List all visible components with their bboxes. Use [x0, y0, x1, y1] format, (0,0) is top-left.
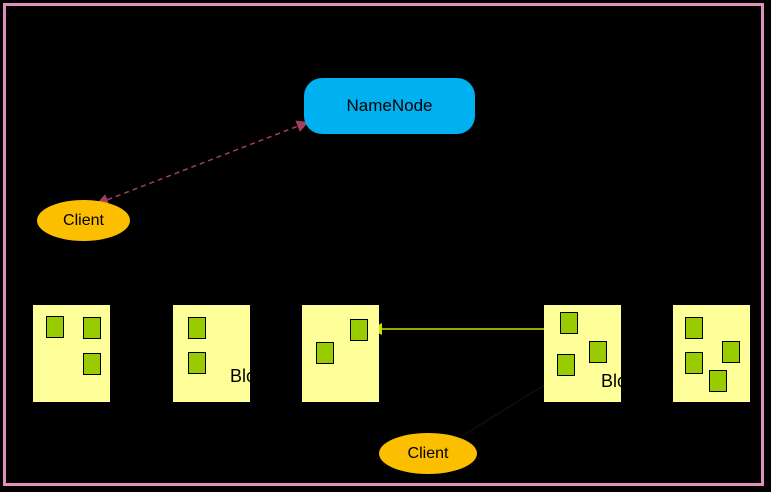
client-top-label: Client [63, 211, 104, 229]
block [46, 316, 64, 338]
namenode-label: NameNode [346, 96, 433, 115]
block [685, 352, 703, 374]
block [722, 341, 740, 363]
block [83, 353, 101, 375]
datanode-2: Blo [173, 305, 256, 402]
block [685, 317, 703, 339]
namenode-box: NameNode [304, 78, 475, 134]
client-read-arrow [461, 374, 562, 437]
block [560, 312, 578, 334]
block [557, 354, 575, 376]
block [83, 317, 101, 339]
diagram-frame [3, 3, 764, 486]
client-bottom: Client [379, 433, 477, 474]
datanode-4: Blo [544, 305, 627, 402]
block [316, 342, 334, 364]
datanode-3 [302, 305, 379, 402]
datanode-label-2: Blo [601, 371, 628, 391]
datanode-5 [673, 305, 750, 402]
datanode-label-1: Blo [230, 366, 257, 386]
block [589, 341, 607, 363]
block [188, 352, 206, 374]
block [709, 370, 727, 392]
client-bottom-label: Client [407, 444, 449, 462]
datanode-1 [33, 305, 110, 402]
block [350, 319, 368, 341]
block [188, 317, 206, 339]
metadata-arrow [96, 120, 309, 206]
client-top: Client [37, 200, 130, 241]
